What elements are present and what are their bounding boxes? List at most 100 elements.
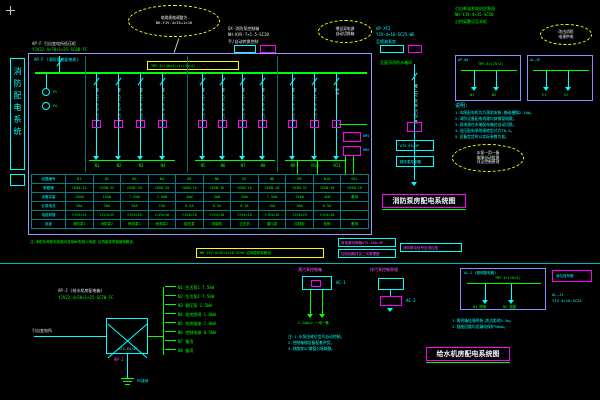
fire-title: 消防泵房配电系统图 — [392, 197, 456, 205]
table-cell: 检修 — [312, 219, 342, 229]
table-cell: 消防泵2 — [92, 219, 122, 229]
main-distribution-panel: AP-F (消防泵房配电柜) PV PA TMY-3×(40×4)+1×(40×… — [28, 53, 372, 235]
wire — [262, 72, 263, 158]
table-cell: YJV4×25 — [92, 210, 122, 220]
contactor-icon — [238, 120, 247, 128]
panel-label: AP-F (消防泵房配电柜) — [34, 57, 79, 62]
contactor-icon — [258, 120, 267, 128]
panel-note: 注:消防负荷配电线路均选用NH型耐火电缆,沿桥架或穿钢管暗敷设。 — [30, 240, 137, 244]
arrow-down-icon — [543, 87, 549, 91]
table-cell: YJV4×16 — [257, 210, 287, 220]
wire — [353, 156, 354, 174]
signal-box: 液位信号箱 — [552, 270, 592, 282]
leader-line — [173, 38, 180, 53]
arrow-down-icon — [482, 300, 488, 304]
cloud-text: 故障自动投换 — [476, 154, 500, 160]
box-id: AC-1 — [336, 280, 346, 285]
note-box: 双电源切换箱ATS-100/4P — [338, 238, 396, 247]
notes-list: 注:1.水泵由液位信号自动控制。2.控制箱随设备配套供货。3.线路穿SC钢管沿墙… — [288, 334, 344, 352]
list-item: 3.双电源在末端配电箱处自动切换。 — [455, 122, 517, 128]
busbar — [467, 283, 541, 284]
note-box: 消防联动信号至消控室 — [400, 243, 462, 252]
table-cell: 30A — [65, 201, 94, 211]
circuit-id: N2 插座 — [503, 305, 517, 309]
contactor-icon — [198, 120, 207, 128]
list-item: 1.照明箱挂墙明装,底边距地1.5m。 — [452, 318, 514, 323]
cloud-text: 自动切换箱 — [335, 30, 355, 36]
circuit-id: N8 — [260, 163, 266, 168]
table-cell: 4kW — [230, 192, 259, 202]
table-cell: 7.5kW — [257, 192, 287, 202]
mini-panel-title: AL-J (照明配电箱) — [464, 271, 497, 275]
table-cell: N10 — [312, 174, 342, 184]
ground-icon — [121, 378, 134, 379]
wire — [96, 72, 97, 158]
table-cell: C65N-32 — [285, 183, 314, 193]
mini-panel: AP-W1 TMY-4×(25×3) W1 W2 — [455, 55, 521, 101]
ground-wire — [127, 354, 128, 378]
table-cell: YJV4×10 — [230, 210, 259, 220]
arrow-down-icon — [493, 87, 499, 91]
control-box-symbol — [234, 45, 256, 53]
circuit-id: N3 — [138, 163, 144, 168]
tie-wire — [195, 160, 275, 161]
table-cell: 潜污泵 — [257, 219, 287, 229]
wire — [202, 72, 203, 158]
contactor-icon — [310, 120, 319, 128]
arrow-down-icon — [311, 156, 317, 160]
table-cell: 15kW — [65, 192, 94, 202]
table-cell: 断路器 — [31, 183, 66, 193]
table-cell: N7 — [230, 174, 259, 184]
list-item: N2 生活泵2 7.5kW — [165, 292, 216, 301]
list-item: 1.本图配电柜均为落地安装,基础槽钢2-10#。 — [455, 110, 535, 115]
notes-list: 1.照明箱挂墙明装,底边距地1.5m。2.插座回路均设漏电保护30mA。 — [452, 318, 514, 330]
table-cell: 正压机 — [230, 219, 259, 229]
busbar — [35, 72, 367, 74]
cloud-text: 增设双电源 — [335, 25, 355, 31]
cable-spec: NH-YJV-4×16-SC25-WE — [414, 84, 418, 125]
notes-list: 1.本图配电柜均为落地安装,基础槽钢2-10#。2.消防设备配电线路均穿钢管暗敷… — [455, 110, 534, 140]
cable-spec: NH-YJV-4×25-SC40 — [117, 88, 121, 122]
contactor-symbol — [343, 132, 361, 142]
circuit-id: N9 — [290, 163, 296, 168]
table-cell: 4kW — [202, 192, 232, 202]
note-box: 控制回路详见二次原理图 — [338, 249, 396, 258]
arrow-down-icon — [239, 156, 245, 160]
table-cell: 15A — [257, 201, 287, 211]
vertical-title: 消防配电系统 — [13, 67, 22, 139]
contactor-icon — [158, 120, 167, 128]
table-cell: 8.5A — [175, 201, 204, 211]
tie-wire — [89, 160, 175, 161]
list-item: 注:1.水泵由液位信号自动控制。 — [288, 334, 345, 339]
list-item: 引自柴油发电机应急段 — [455, 6, 495, 11]
tie-wire — [339, 124, 367, 125]
arrow-down-icon — [319, 314, 325, 318]
wire — [345, 156, 346, 174]
frame-box — [10, 174, 25, 186]
arrow-down-icon — [565, 87, 571, 91]
contactor-label: KM2 — [363, 148, 370, 152]
wire — [336, 72, 337, 158]
busbar-highlight-box: TMY-3×(40×4)+1×(40×4) — [147, 61, 239, 70]
table-cell: N6 — [202, 174, 232, 184]
table-cell: C65N-20 — [147, 183, 177, 193]
contactor-symbol — [260, 45, 276, 53]
table-cell — [340, 210, 369, 220]
table-cell: 7.5kW — [147, 192, 177, 202]
wire — [546, 71, 547, 87]
wire — [297, 160, 298, 174]
arrow-down-icon — [93, 156, 99, 160]
wire — [496, 71, 497, 87]
table-cell: YJV4×10 — [175, 210, 204, 220]
list-item: NH-YJV-4×35-SC50 — [455, 12, 494, 18]
incoming-note: AP-F 引自变电所低压柜 — [32, 41, 77, 46]
table-cell: 备用 — [340, 192, 369, 202]
box-id: AC-2 — [406, 298, 416, 303]
